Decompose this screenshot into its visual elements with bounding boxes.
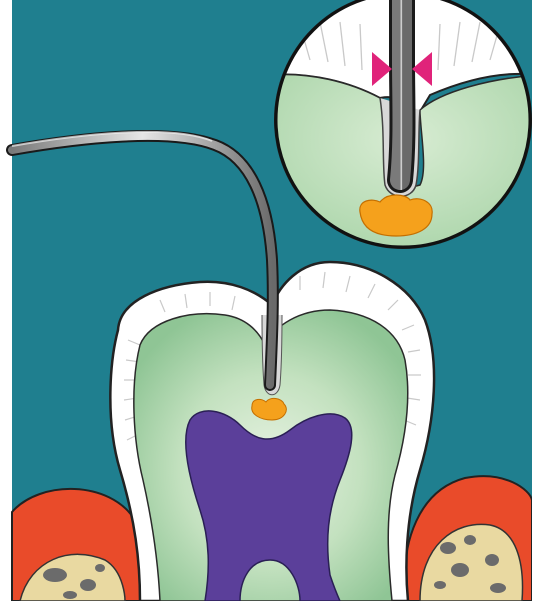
bone-spot [464,535,476,545]
right-border [532,0,537,601]
bone-spot [80,579,96,591]
bone-spot [440,542,456,554]
bone-spot [43,568,67,582]
bone-spot [485,554,499,566]
bone-spot [451,563,469,577]
bone-spot [95,564,105,572]
bone-spot [63,591,77,599]
bone-spot [490,583,506,593]
caries-lesion-magnified [360,195,432,236]
bone-spot [434,581,446,589]
